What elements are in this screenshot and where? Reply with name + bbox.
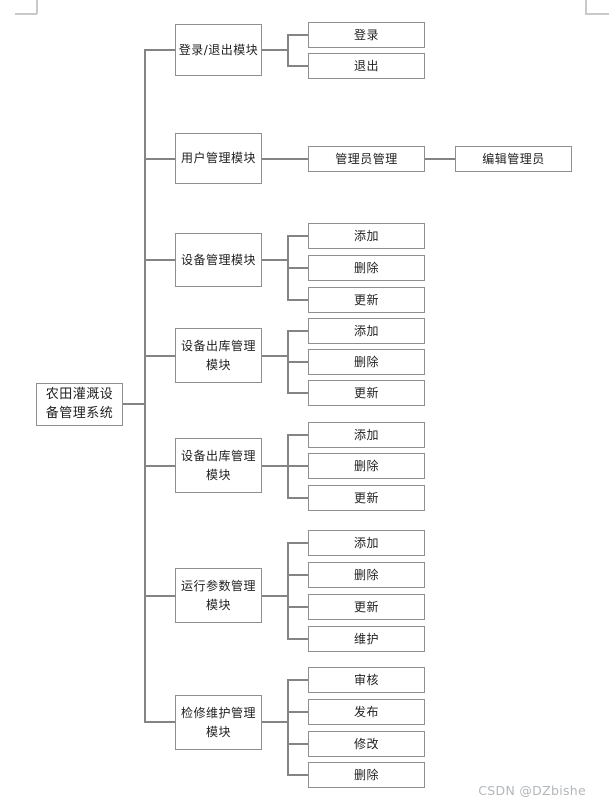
connector-line (144, 355, 175, 357)
leaf-node: 添加 (308, 223, 425, 249)
connector-line (287, 743, 308, 745)
leaf-node: 审核 (308, 667, 425, 693)
connector-line (287, 330, 308, 332)
connector-line (287, 711, 308, 713)
connector-line (287, 574, 308, 576)
leaf-node: 更新 (308, 287, 425, 313)
connector-line (287, 638, 308, 640)
module-node-maintenance-mgmt: 检修维护管理模块 (175, 695, 262, 750)
leaf-node: 删除 (308, 453, 425, 479)
connector-line (144, 259, 175, 261)
module-node-outbound-mgmt-1: 设备出库管理模块 (175, 328, 262, 383)
leaf-node: 添加 (308, 318, 425, 344)
connector-line (287, 434, 308, 436)
connector-line (287, 65, 308, 67)
connector-line (144, 49, 175, 51)
leaf-node: 删除 (308, 762, 425, 788)
connector-line (425, 158, 455, 160)
module-node-outbound-mgmt-2: 设备出库管理模块 (175, 438, 262, 493)
leaf-node: 发布 (308, 699, 425, 725)
connector-line (287, 434, 289, 499)
connector-line (287, 774, 308, 776)
connector-line (287, 361, 308, 363)
connector-line (262, 721, 287, 723)
leaf-node: 删除 (308, 255, 425, 281)
leaf-node: 退出 (308, 53, 425, 79)
connector-line (287, 235, 308, 237)
leaf-node: 维护 (308, 626, 425, 652)
connector-line (144, 465, 175, 467)
connector-line (144, 49, 146, 723)
connector-line (262, 465, 287, 467)
connector-line (262, 259, 287, 261)
leaf-node: 登录 (308, 22, 425, 48)
leaf-node: 编辑管理员 (455, 146, 572, 172)
connector-line (287, 606, 308, 608)
connector-line (123, 403, 144, 405)
page-corner-mark-top-left-h (15, 13, 37, 15)
connector-line (287, 34, 308, 36)
root-node: 农田灌溉设备管理系统 (36, 383, 123, 426)
leaf-node: 添加 (308, 422, 425, 448)
page-corner-mark-top-right-h (585, 13, 609, 15)
module-node-login-logout: 登录/退出模块 (175, 24, 262, 76)
connector-line (287, 299, 308, 301)
connector-line (287, 465, 308, 467)
connector-line (287, 679, 289, 776)
connector-line (287, 497, 308, 499)
connector-line (287, 542, 289, 640)
connector-line (287, 34, 289, 67)
leaf-node: 修改 (308, 731, 425, 757)
connector-line (262, 595, 287, 597)
module-node-equipment-mgmt: 设备管理模块 (175, 233, 262, 287)
connector-line (262, 49, 287, 51)
connector-line (287, 542, 308, 544)
connector-line (287, 392, 308, 394)
connector-line (287, 679, 308, 681)
leaf-node: 更新 (308, 380, 425, 406)
leaf-node: 更新 (308, 485, 425, 511)
leaf-node: 更新 (308, 594, 425, 620)
csdn-watermark: CSDN @DZbishe (478, 783, 586, 798)
connector-line (262, 355, 287, 357)
connector-line (144, 158, 175, 160)
connector-line (287, 267, 308, 269)
connector-line (144, 595, 175, 597)
module-node-run-params-mgmt: 运行参数管理模块 (175, 568, 262, 623)
module-node-user-mgmt: 用户管理模块 (175, 133, 262, 184)
page-corner-mark-top-left-v (36, 0, 38, 14)
connector-line (262, 158, 308, 160)
page-corner-mark-top-right-v (585, 0, 587, 14)
connector-line (144, 721, 175, 723)
leaf-node: 管理员管理 (308, 146, 425, 172)
leaf-node: 删除 (308, 562, 425, 588)
leaf-node: 添加 (308, 530, 425, 556)
leaf-node: 删除 (308, 349, 425, 375)
